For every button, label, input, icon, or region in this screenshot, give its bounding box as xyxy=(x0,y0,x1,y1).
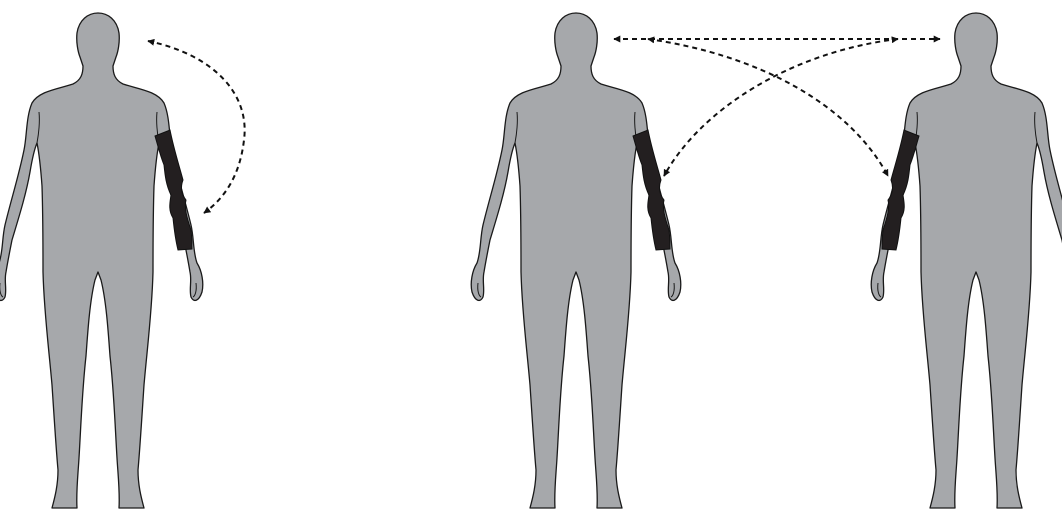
compression-sleeve-right-figure xyxy=(882,130,919,250)
compression-sleeve-middle-figure xyxy=(633,130,670,250)
human-figure-right xyxy=(871,13,1062,508)
human-figure-left xyxy=(0,13,203,508)
human-figure-middle xyxy=(471,13,681,508)
arrow-head-middle-to-sleeve-right xyxy=(648,39,888,176)
compression-sleeve-left-figure xyxy=(155,130,192,250)
arrow-head-right-to-sleeve-middle xyxy=(664,39,898,176)
